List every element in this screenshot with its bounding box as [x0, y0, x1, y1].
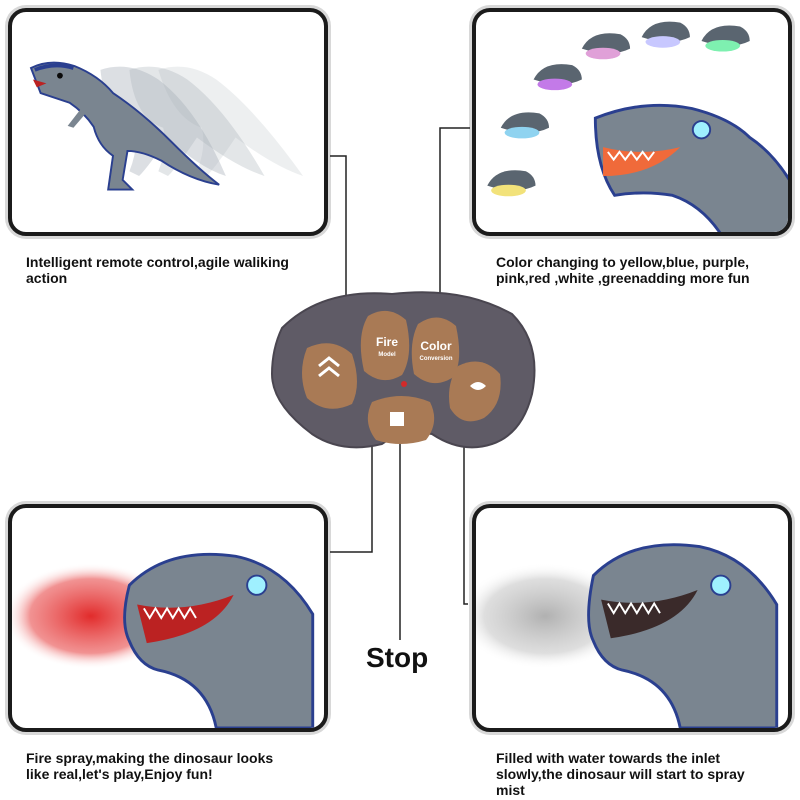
color-button-subtitle: Conversion	[419, 356, 452, 362]
double-chevron-up-icon	[318, 356, 340, 368]
walking-caption: Intelligent remote control,agile walikin…	[26, 254, 289, 286]
walking-dinosaur-image	[29, 61, 304, 191]
mist-caption: Filled with water towards the inlet slow…	[496, 750, 745, 798]
walking-dinosaur-panel	[8, 8, 328, 236]
fire-spray-panel	[8, 504, 328, 732]
color-conversion-button[interactable]: Color Conversion	[411, 317, 460, 384]
fire-button-subtitle: Model	[378, 352, 396, 358]
spray-icon	[470, 382, 486, 390]
fire-model-button[interactable]: Fire Model	[360, 310, 410, 381]
color-caption: Color changing to yellow,blue, purple, p…	[496, 254, 750, 286]
spray-button[interactable]	[449, 361, 501, 422]
mist-spray-image	[476, 543, 779, 728]
fire-caption: Fire spray,making the dinosaur looks lik…	[26, 750, 274, 782]
fire-spray-image	[12, 552, 315, 728]
forward-button[interactable]	[302, 343, 357, 409]
remote-control-body: Fire Model Color Conversion	[270, 291, 536, 449]
stop-square-icon	[390, 412, 404, 426]
color-changing-image	[487, 21, 788, 232]
mist-spray-panel	[472, 504, 792, 732]
fire-button-title: Fire	[376, 335, 398, 349]
color-changing-panel	[472, 8, 792, 236]
stop-button[interactable]	[367, 396, 435, 444]
stop-label: Stop	[366, 642, 429, 673]
color-button-title: Color	[420, 339, 452, 353]
remote-control: Fire Model Color Conversion	[262, 288, 538, 482]
red-led-icon	[401, 381, 407, 387]
